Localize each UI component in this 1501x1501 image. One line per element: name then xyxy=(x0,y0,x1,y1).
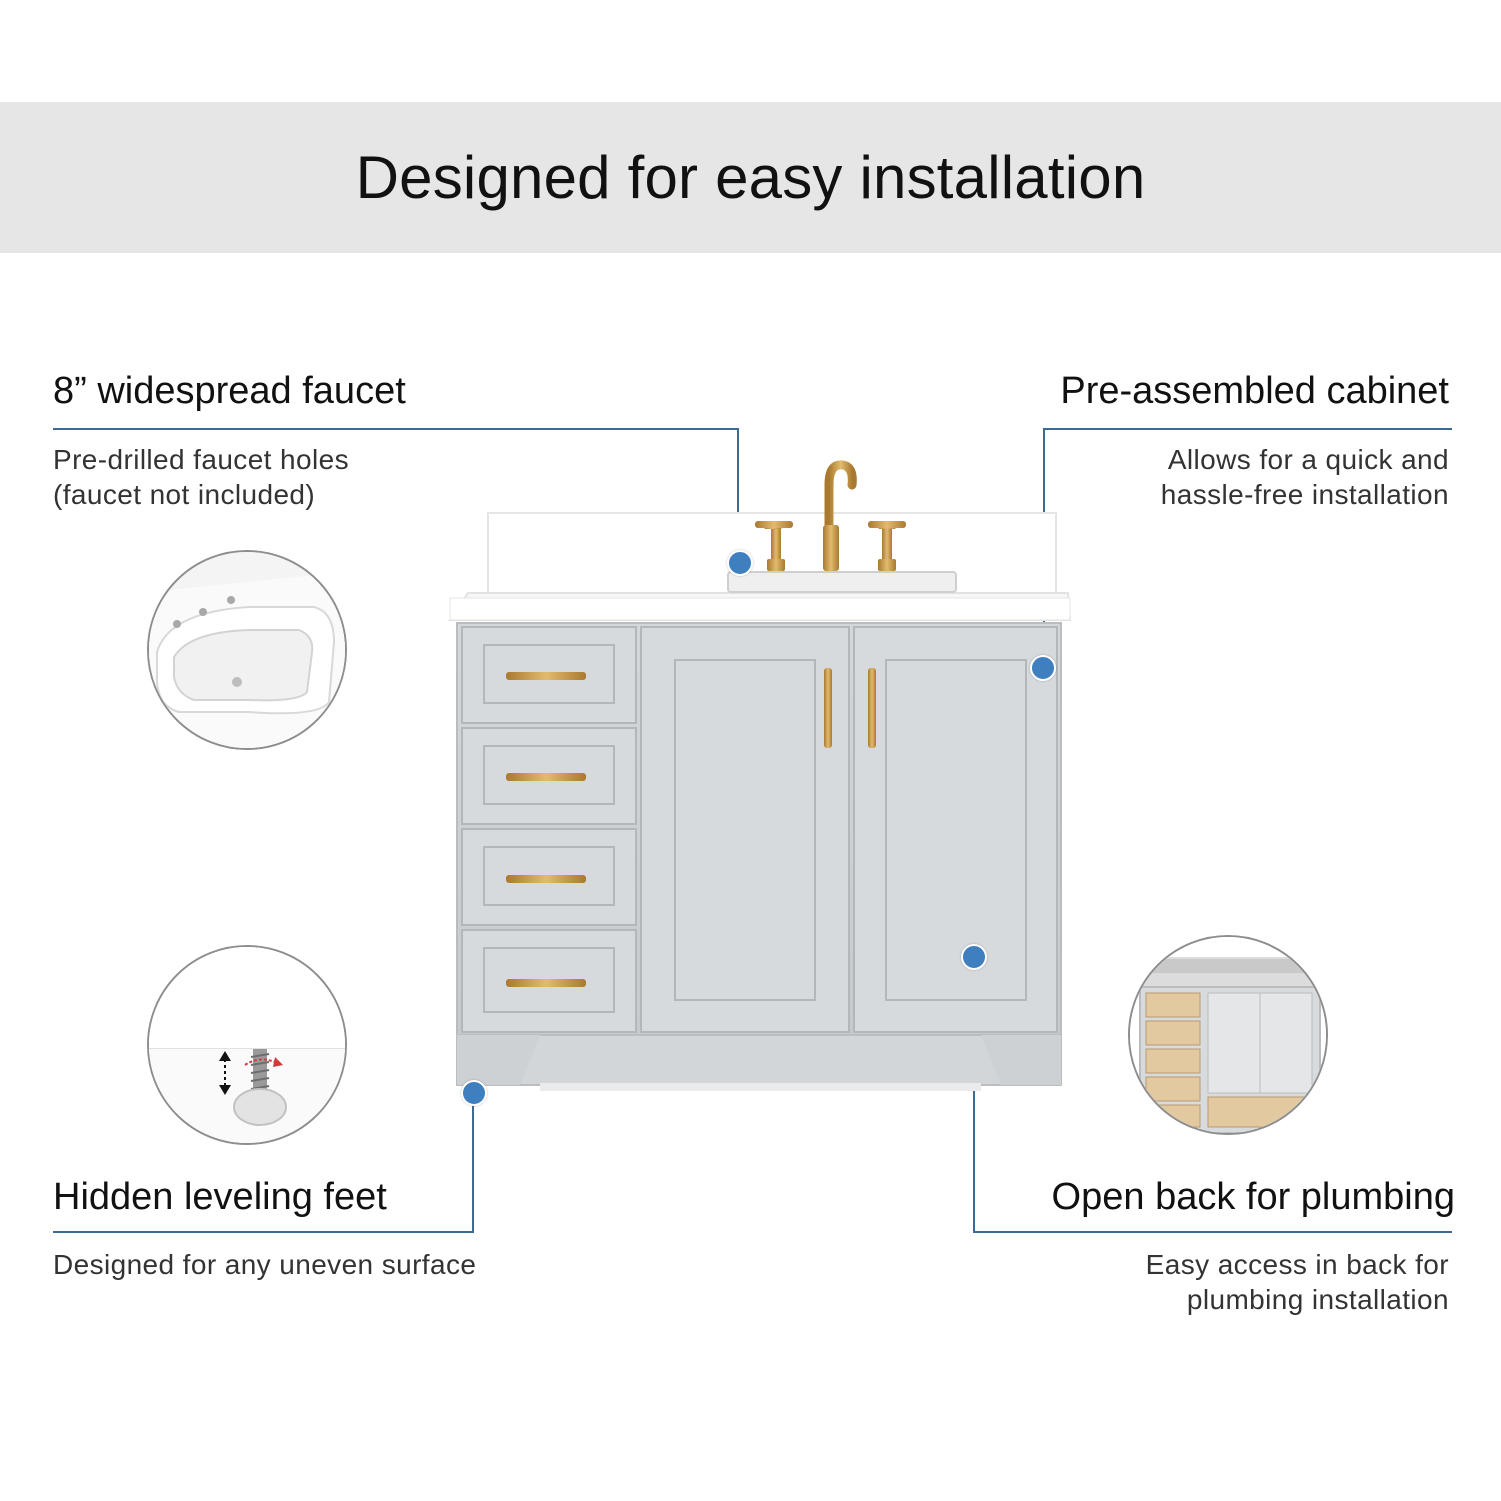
plumbing-desc-line-2: plumbing installation xyxy=(1186,1284,1449,1315)
cabinet-doors xyxy=(640,626,1058,1033)
feet-desc-line-1: Designed for any uneven surface xyxy=(53,1249,477,1280)
faucet-icon xyxy=(755,460,906,571)
faucet-feature-description: Pre-drilled faucet holes (faucet not inc… xyxy=(53,442,349,512)
faucet-desc-line-1: Pre-drilled faucet holes xyxy=(53,444,349,475)
feet-callout-line xyxy=(53,1231,473,1233)
faucet-callout-line xyxy=(53,428,738,430)
cabinet-desc-line-1: Allows for a quick and xyxy=(1167,444,1449,475)
plumbing-callout-line xyxy=(973,1231,1452,1233)
feet-callout-line-vertical xyxy=(472,1093,474,1233)
feet-feature-title: Hidden leveling feet xyxy=(53,1176,387,1218)
faucet-desc-line-2: (faucet not included) xyxy=(53,479,316,510)
sink-closeup-image xyxy=(147,550,347,750)
feet-callout-dot xyxy=(461,1080,487,1106)
plumbing-callout-dot xyxy=(961,944,987,970)
up-down-arrow-icon xyxy=(219,1051,231,1095)
header-banner: Designed for easy installation xyxy=(0,102,1501,253)
rotate-arrow-icon xyxy=(244,1057,283,1067)
leveling-foot-closeup-image xyxy=(147,945,347,1145)
cabinet-callout-dot xyxy=(1030,655,1056,681)
plumbing-desc-line-1: Easy access in back for xyxy=(1145,1249,1449,1280)
open-back-closeup-image xyxy=(1128,935,1328,1135)
plumbing-callout-line-vertical xyxy=(973,957,975,1233)
page-title: Designed for easy installation xyxy=(355,144,1146,211)
cabinet-feature-description: Allows for a quick and hassle-free insta… xyxy=(1161,442,1449,512)
feet-feature-description: Designed for any uneven surface xyxy=(53,1247,476,1282)
faucet-callout-line-vertical xyxy=(737,428,739,563)
cabinet-feature-title: Pre-assembled cabinet xyxy=(1060,370,1449,412)
sink-opening xyxy=(727,571,957,593)
vanity-cabinet-image xyxy=(448,460,1072,1091)
cabinet-callout-line xyxy=(1043,428,1452,430)
faucet-callout-dot xyxy=(727,550,753,576)
faucet-feature-title: 8” widespread faucet xyxy=(53,370,406,412)
drawer-stack xyxy=(461,626,637,1033)
plumbing-feature-title: Open back for plumbing xyxy=(1051,1176,1455,1218)
cabinet-desc-line-2: hassle-free installation xyxy=(1160,479,1449,510)
plumbing-feature-description: Easy access in back for plumbing install… xyxy=(1146,1247,1449,1317)
